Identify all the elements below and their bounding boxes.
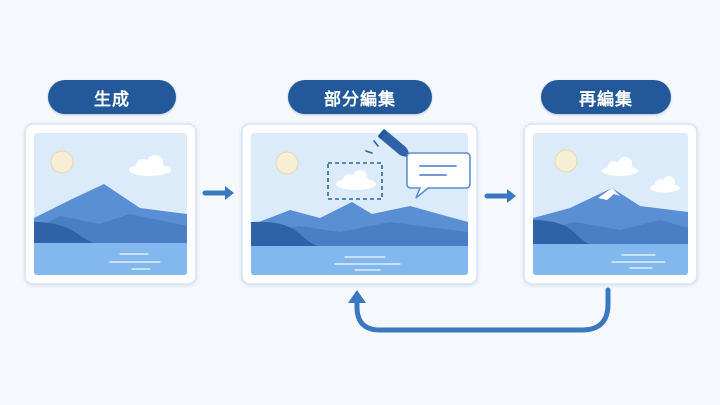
- sun-icon: [275, 151, 299, 175]
- selection-box: [327, 162, 383, 200]
- arrow-up-icon: [348, 290, 366, 303]
- cloud-icon: [650, 176, 680, 193]
- image-frame-generated: [24, 123, 197, 285]
- spark-lines: [365, 134, 387, 154]
- step-label-re-edit: 再編集: [541, 80, 671, 114]
- snow-cap-icon: [598, 188, 620, 200]
- speech-bubble-icon: [406, 152, 471, 199]
- image-frame-partial-edit: [241, 123, 478, 285]
- cloud-icon: [129, 155, 171, 176]
- sun-icon: [554, 149, 578, 173]
- cloud-icon: [336, 170, 376, 190]
- loop-back-arrow: [354, 287, 611, 333]
- sun-icon: [50, 150, 74, 174]
- image-frame-re-edited: [523, 123, 698, 285]
- cloud-icon: [602, 157, 638, 176]
- step-label-partial-edit: 部分編集: [288, 80, 432, 114]
- step-label-generate: 生成: [48, 80, 176, 114]
